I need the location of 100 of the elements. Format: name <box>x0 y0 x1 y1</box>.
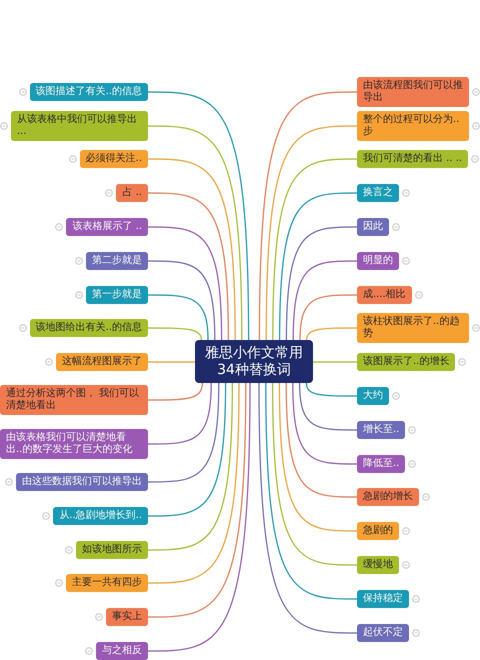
topic-label: 这幅流程图展示了 <box>62 356 142 368</box>
topic-label: 整个的过程可以分为..步 <box>363 114 460 138</box>
topic-label: 必须得关注.. <box>86 153 142 165</box>
topic-box <box>357 421 406 439</box>
connector-line <box>265 383 357 600</box>
topic-box <box>357 522 399 540</box>
connector-line <box>148 383 240 584</box>
connector-line <box>148 125 242 340</box>
topic-label: 明显的 <box>363 255 393 267</box>
topic-box <box>86 252 148 270</box>
topic-box <box>56 353 148 371</box>
topic-label: 该表格展示了 .. <box>72 221 142 233</box>
topic-box <box>357 252 399 270</box>
topic-label: 该地图给出有关..的信息 <box>36 322 142 334</box>
connector-line <box>299 382 357 431</box>
topic-box <box>53 507 148 525</box>
topic-box <box>357 590 409 608</box>
connector-line <box>299 294 357 340</box>
topic-box <box>80 150 148 168</box>
topic-box <box>116 184 148 202</box>
topic-box <box>357 184 399 202</box>
topic-label: 从该表格中我们可以推导出 ... <box>17 114 138 138</box>
connector-line <box>148 382 203 401</box>
topic-box <box>357 111 469 141</box>
topic-box <box>357 624 409 642</box>
topic-box <box>357 286 412 304</box>
topic-label: 由该流程图我们可以推导出 <box>363 80 463 104</box>
connector-line <box>279 192 357 340</box>
connector-line <box>148 158 236 340</box>
topic-box <box>0 385 148 415</box>
topic-label: 因此 <box>363 221 383 233</box>
connector-line <box>148 383 226 517</box>
topic-label: 主要一共有四步 <box>72 577 142 589</box>
central-topic <box>195 340 313 383</box>
topic-label: 起伏不定 <box>363 627 403 639</box>
topic-label: 保持稳定 <box>363 593 403 605</box>
connector-line <box>148 91 250 340</box>
topic-box <box>0 429 148 459</box>
topic-label: 该图描述了有关..的信息 <box>36 86 142 98</box>
connector-line <box>313 361 357 363</box>
connector-line <box>278 383 357 532</box>
connector-line <box>148 382 220 483</box>
connector-line <box>306 327 357 340</box>
connector-line <box>258 383 357 634</box>
connector-line <box>272 383 357 566</box>
topic-box <box>30 319 148 337</box>
topic-label: 从..急剧地增长到.. <box>59 510 142 522</box>
topic-label: 急剧的增长 <box>363 491 413 503</box>
topic-label: 缓慢地 <box>363 559 393 571</box>
connector-line <box>286 226 357 340</box>
topic-label: 该柱状图展示了..的趋势 <box>363 316 460 340</box>
topic-label: 该图展示了..的增长 <box>363 356 450 368</box>
topic-label: 占 .. <box>122 187 142 199</box>
topic-box <box>357 218 389 236</box>
topic-box <box>96 642 148 660</box>
connector-line <box>148 260 216 340</box>
topic-box <box>16 473 148 491</box>
connector-line <box>148 383 251 652</box>
topic-box <box>30 83 148 101</box>
connector-line <box>148 192 229 340</box>
connector-line <box>148 327 202 340</box>
topic-title: 雅思小作文常用34种替换词 <box>204 344 304 378</box>
topic-label: 急剧的 <box>363 525 393 537</box>
topic-box <box>357 556 399 574</box>
topic-box <box>357 387 389 405</box>
topic-box <box>76 541 148 559</box>
topic-box <box>357 313 469 343</box>
connector-line <box>266 125 357 340</box>
connector-line <box>258 91 357 340</box>
topic-label: 如该地图所示 <box>82 544 142 556</box>
topic-label: 成....相比 <box>363 289 406 301</box>
topic-label: 与之相反 <box>102 645 142 657</box>
topic-box <box>66 218 148 236</box>
topic-box <box>86 286 148 304</box>
connector-line <box>148 383 246 618</box>
topic-label: 第一步就是 <box>92 289 142 301</box>
topic-label: 第二步就是 <box>92 255 142 267</box>
topic-box <box>106 608 148 626</box>
topic-label: 大约 <box>363 390 383 402</box>
connector-line <box>148 226 222 340</box>
topic-box <box>11 111 148 141</box>
topic-label: 增长至.. <box>363 424 400 436</box>
topic-label: 由该表格我们可以清楚地看出..的数字发生了巨大的变化 <box>6 432 134 456</box>
connector-line <box>148 361 195 363</box>
connector-line <box>286 382 357 498</box>
topic-box <box>66 574 148 592</box>
connector-line <box>292 382 357 465</box>
connector-line <box>292 260 357 340</box>
topic-box <box>357 488 419 506</box>
topic-box <box>357 353 456 371</box>
connector-line <box>148 294 209 340</box>
topic-box <box>357 150 468 168</box>
topic-label: 通过分析这两个图， 我们可以清楚地看出 <box>6 388 140 412</box>
topic-label: 由这些数据我们可以推导出 <box>22 476 142 488</box>
topic-box <box>357 455 406 473</box>
connector-line <box>306 382 357 397</box>
topic-label: 我们可清楚的看出 .. .. <box>363 153 462 165</box>
topic-label: 降低至.. <box>363 458 400 470</box>
topic-label: 换言之 <box>363 187 393 199</box>
connector-line <box>272 158 357 340</box>
